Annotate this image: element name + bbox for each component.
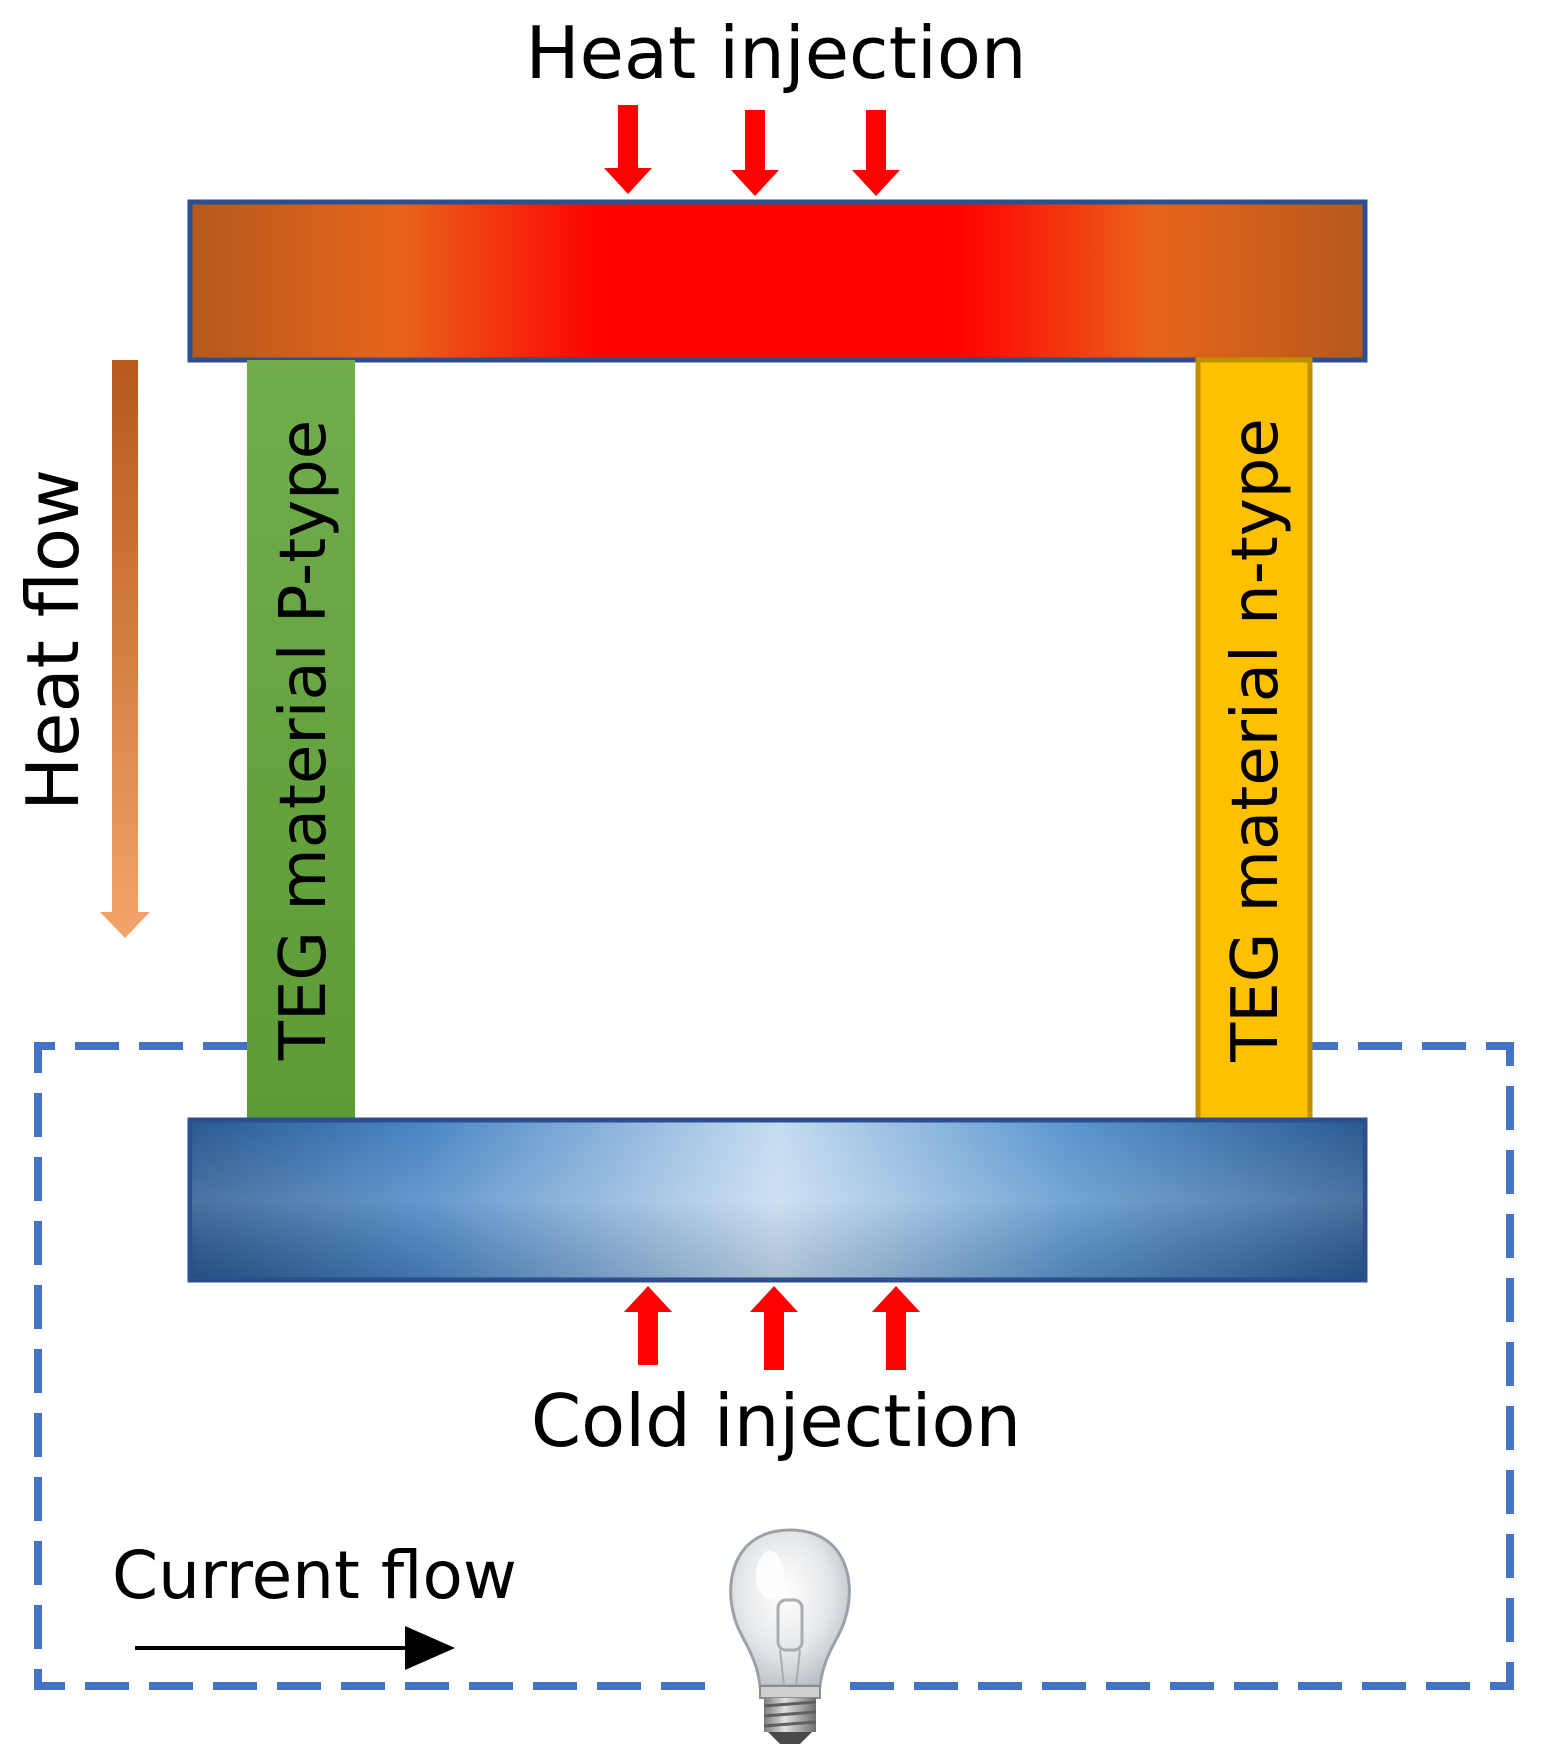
hot-plate	[187, 199, 1368, 363]
p-type-leg	[247, 360, 355, 1120]
heat-flow-label: Heat flow	[11, 469, 95, 811]
current-flow-label: Current flow	[112, 1537, 517, 1614]
cold-injection-arrows	[624, 1286, 920, 1370]
cold-injection-label: Cold injection	[531, 1379, 1021, 1463]
circuit-left-segment	[34, 1042, 720, 1690]
heat-arrow-icon	[604, 105, 652, 194]
cold-arrow-icon	[750, 1286, 798, 1370]
heat-injection-arrows	[604, 105, 900, 196]
heat-arrow-icon	[731, 110, 779, 196]
cold-arrow-icon	[624, 1286, 672, 1365]
cold-arrow-icon	[872, 1286, 920, 1370]
cold-plate	[187, 1117, 1368, 1283]
n-type-leg	[1195, 357, 1313, 1123]
heat-arrow-icon	[852, 110, 900, 196]
current-flow-arrow-icon	[135, 1626, 455, 1670]
light-bulb-icon	[729, 1528, 851, 1744]
n-type-label: TEG material n-type	[1219, 418, 1293, 1063]
heat-flow-arrow-icon	[100, 360, 150, 938]
circuit-loop	[34, 1042, 1514, 1690]
heat-injection-label: Heat injection	[525, 11, 1026, 95]
p-type-label: TEG material P-type	[267, 420, 341, 1061]
circuit-right-segment	[850, 1042, 1514, 1690]
